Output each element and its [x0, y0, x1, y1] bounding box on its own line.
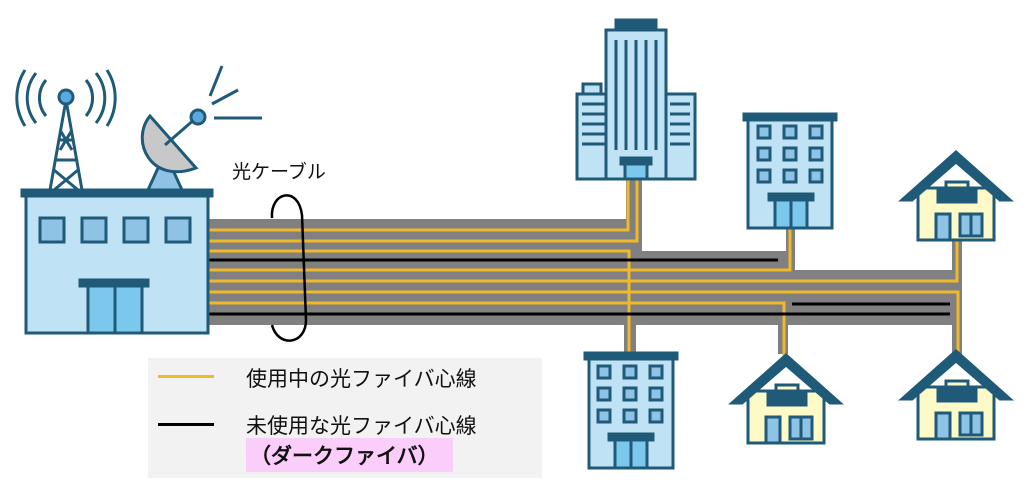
used-fiber-swatch [158, 375, 214, 378]
office-tower [575, 18, 697, 181]
fibers [208, 180, 960, 356]
dark-fiber-label: （ダークファイバ） [246, 438, 453, 472]
cable-sheath [208, 178, 962, 356]
used-fiber-label: 使用中の光ファイバ心線 [246, 367, 477, 391]
used-fiber-5 [208, 240, 959, 283]
used-fiber-3 [208, 249, 631, 356]
used-fiber-4 [208, 226, 792, 272]
unused-fiber-label: 未使用な光ファイバ心線 [246, 414, 477, 438]
satellite-dish-icon [140, 65, 262, 192]
house-bottom-right [900, 349, 1012, 441]
legend: 使用中の光ファイバ心線 未使用な光ファイバ心線 （ダークファイバ） [148, 358, 542, 478]
used-fiber-6 [208, 290, 960, 356]
used-fiber-2 [208, 180, 639, 243]
house-top-right [898, 149, 1014, 242]
office-building [742, 112, 838, 230]
unused-fiber-swatch [158, 423, 214, 426]
cable-ring-icon [270, 194, 308, 342]
cable-label: 光ケーブル [232, 161, 326, 183]
office-building-lower [583, 351, 679, 470]
used-fiber-1 [208, 180, 630, 232]
central-office-building [20, 188, 214, 335]
antenna-tower-icon [15, 69, 117, 192]
used-fiber-7 [208, 301, 786, 356]
house-bottom-middle [730, 353, 842, 445]
